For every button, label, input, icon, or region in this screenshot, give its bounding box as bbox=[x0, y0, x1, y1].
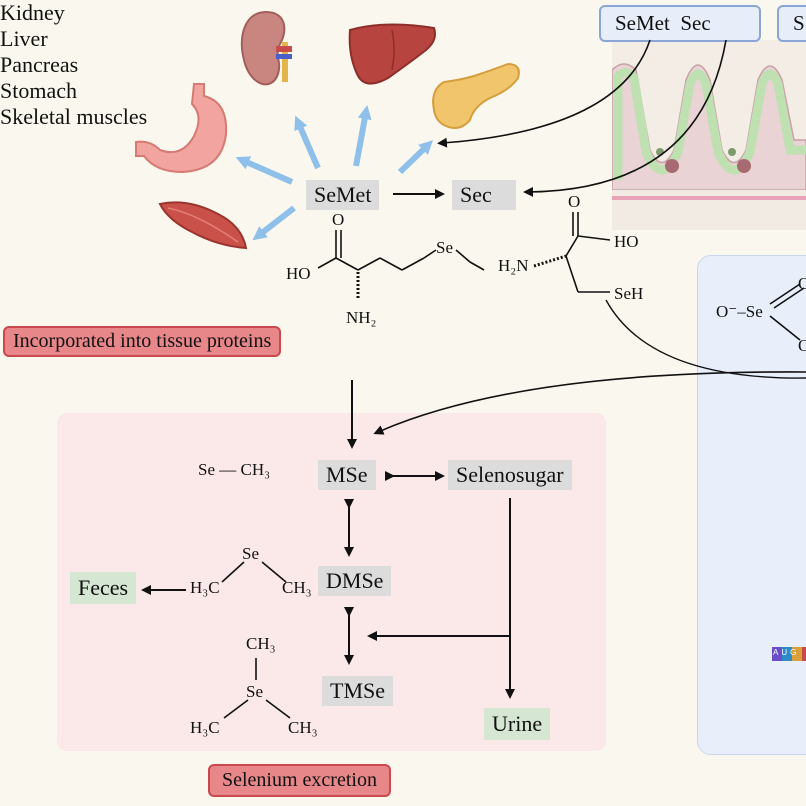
dmse-se: Se bbox=[242, 544, 259, 563]
dmse-box: DMSe bbox=[318, 566, 392, 596]
selenite-bonds bbox=[769, 283, 805, 341]
selenosugar-box: Selenosugar bbox=[448, 460, 572, 490]
sec-seh: SeH bbox=[614, 284, 644, 303]
urine-box: Urine bbox=[484, 708, 551, 740]
incorporated-box: Incorporated into tissue proteins bbox=[3, 326, 282, 357]
feces-box: Feces bbox=[70, 572, 137, 604]
sec-ho: HO bbox=[614, 232, 639, 251]
arrow-top-to-pancreas bbox=[437, 39, 651, 148]
stomach-label: Stomach bbox=[0, 78, 77, 103]
sec-structure-bonds bbox=[533, 212, 611, 293]
tmse-ch3: CH₃ bbox=[288, 718, 318, 737]
semet-structure-bonds bbox=[317, 230, 485, 300]
aug-blocks bbox=[772, 647, 806, 661]
semet-o: O bbox=[332, 210, 345, 229]
dmse-structure-bonds bbox=[221, 561, 287, 583]
semet-box: SeMet bbox=[306, 180, 380, 210]
dmse-ch3: CH₃ bbox=[282, 578, 312, 597]
sec-box: Sec bbox=[452, 180, 516, 210]
arrow-to-skeletal bbox=[252, 205, 296, 241]
tmse-box: TMSe bbox=[322, 676, 393, 706]
selenite-o-bottom: O bbox=[798, 336, 806, 355]
top-right-box: S bbox=[777, 5, 806, 42]
stomach-icon bbox=[135, 83, 228, 174]
semet-sec-box: SeMet Sec bbox=[599, 5, 761, 42]
kidney-icon bbox=[240, 10, 292, 86]
curve-sec-to-panel bbox=[605, 299, 806, 379]
dmse-h3c: H₃C bbox=[190, 578, 220, 597]
arrow-to-stomach bbox=[235, 156, 294, 185]
tmse-ch3-top: CH₃ bbox=[246, 634, 276, 653]
metabolism-panel bbox=[697, 255, 806, 755]
pancreas-icon bbox=[432, 62, 520, 129]
selenite-o-top: O bbox=[798, 274, 806, 293]
semet-nh2: NH₂ bbox=[346, 308, 377, 327]
tmse-h3c: H₃C bbox=[190, 718, 220, 737]
aug-label: AUG bbox=[773, 648, 800, 657]
mse-box: MSe bbox=[318, 460, 376, 490]
sec-h2n: H₂N bbox=[498, 256, 529, 275]
tmse-structure-bonds bbox=[223, 658, 291, 719]
semet-se: Se bbox=[436, 238, 453, 257]
pancreas-label: Pancreas bbox=[0, 52, 79, 77]
liver-label: Liver bbox=[0, 26, 48, 51]
arrow-panel-to-mse bbox=[373, 371, 806, 435]
arrow-to-kidney bbox=[294, 115, 321, 170]
liver-icon bbox=[348, 23, 436, 85]
skeletal-muscles-label: Skeletal muscles bbox=[0, 104, 148, 129]
selenium-excretion-box: Selenium excretion bbox=[208, 764, 391, 797]
semet-ho: HO bbox=[286, 264, 311, 283]
kidney-label: Kidney bbox=[0, 0, 65, 25]
selenite-o-se: O⁻–Se bbox=[716, 302, 763, 321]
sec-o: O bbox=[568, 192, 581, 211]
arrow-top-to-sec bbox=[523, 39, 727, 197]
mse-formula: Se — CH₃ bbox=[198, 460, 271, 479]
tmse-se: Se bbox=[246, 682, 263, 701]
arrow-to-liver bbox=[353, 105, 372, 167]
arrow-to-pancreas bbox=[397, 140, 434, 175]
skeletal-muscle-icon bbox=[158, 201, 248, 250]
